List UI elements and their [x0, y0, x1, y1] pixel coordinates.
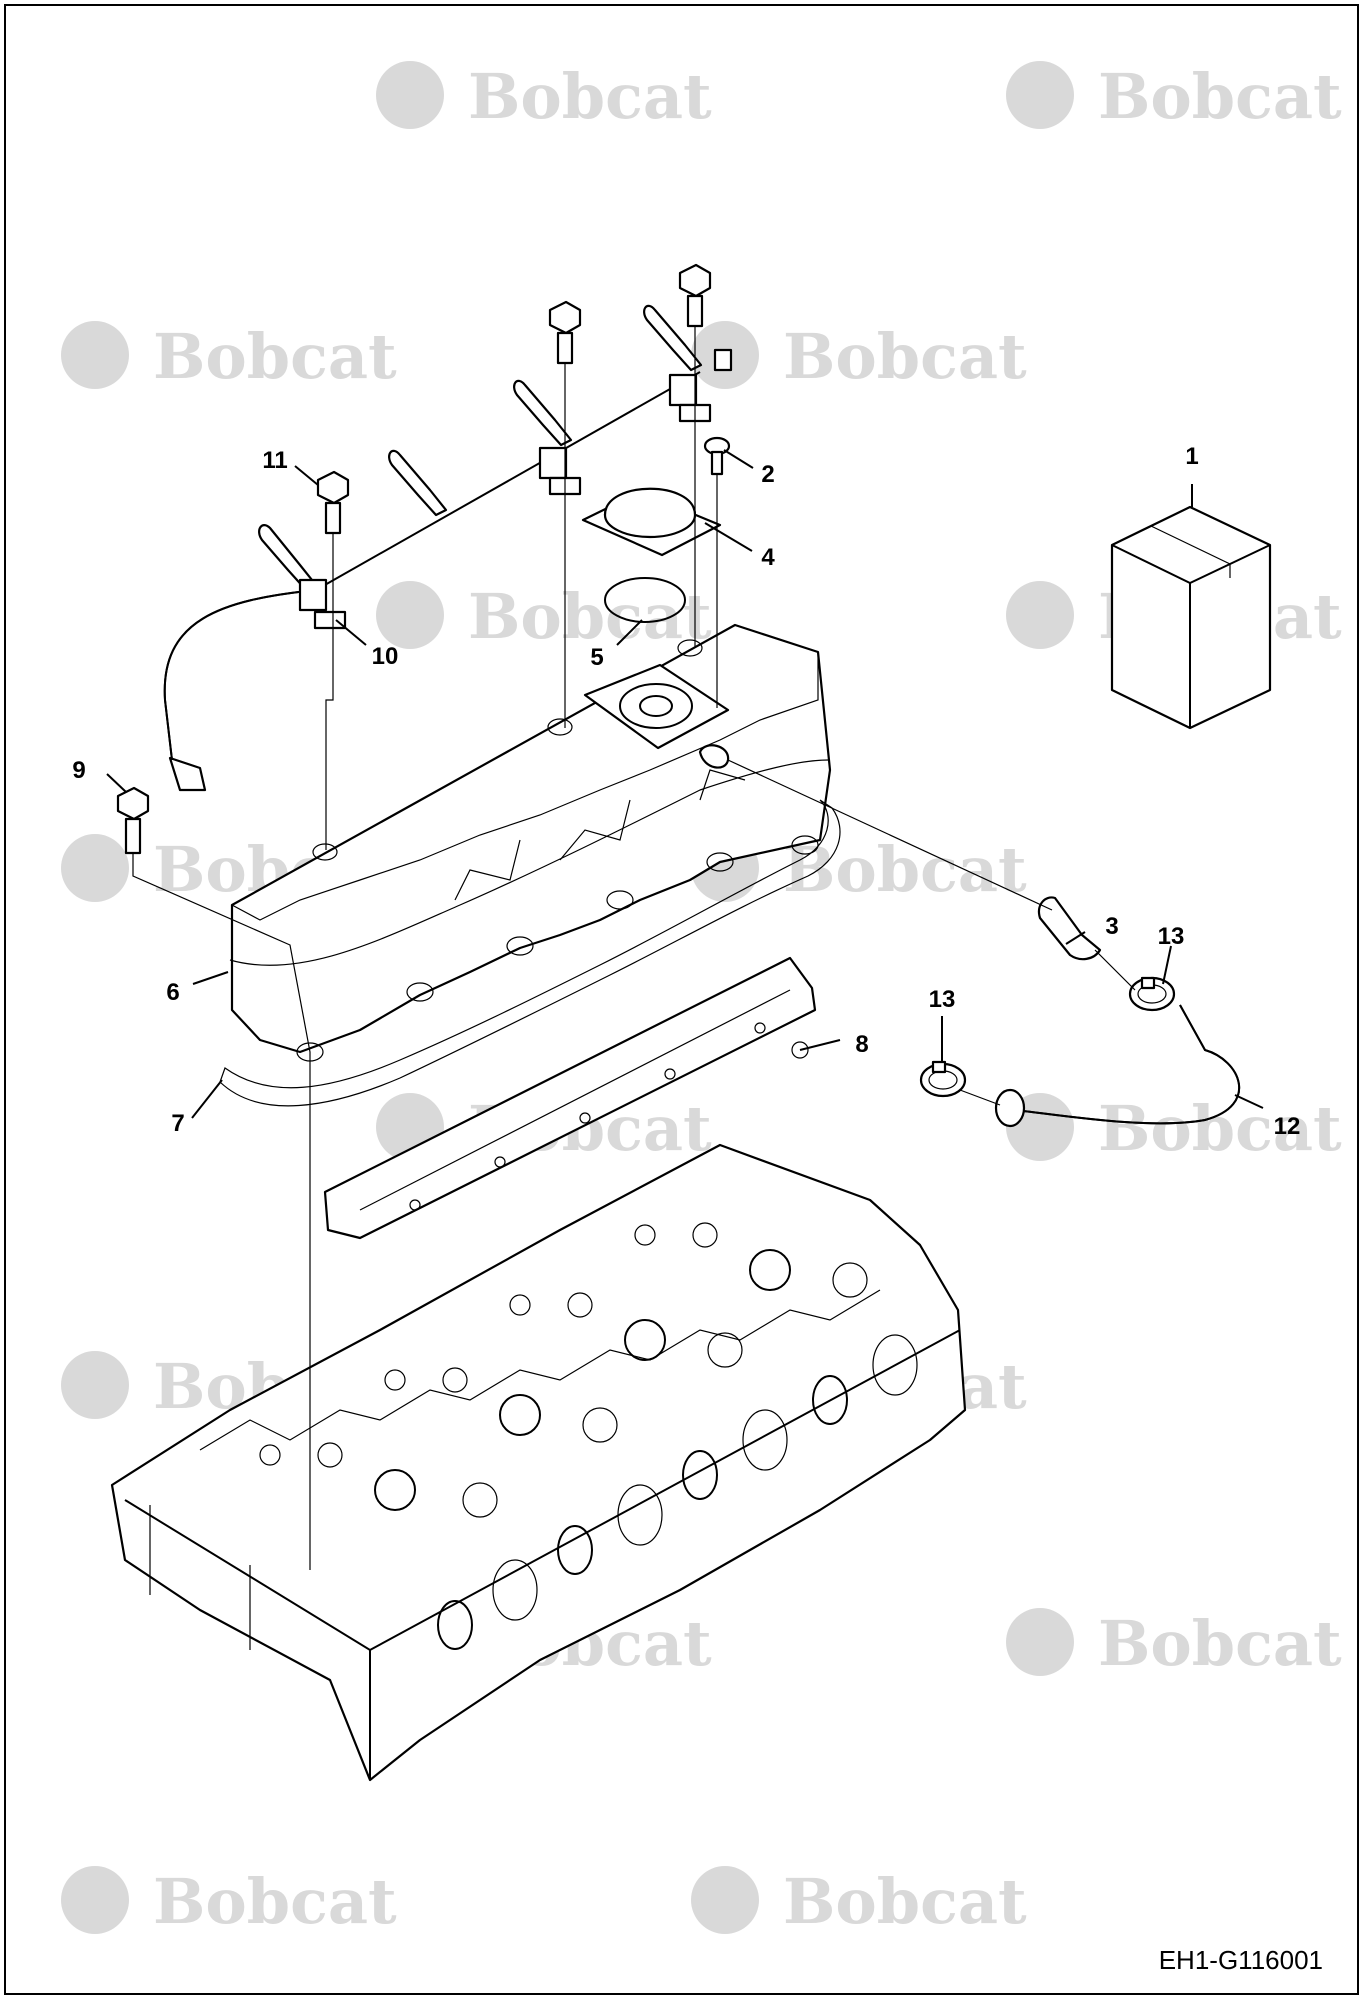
part-13-clamp-b [919, 1060, 967, 1098]
watermark-text: Bobcat [783, 320, 1027, 393]
callout-13-b: 13 [929, 986, 956, 1013]
bobcat-logo-icon [1006, 581, 1074, 649]
watermark-5: Bobcat [376, 580, 712, 653]
part-9-bolt [116, 786, 150, 855]
figure-id: EH1-G116001 [1158, 1945, 1323, 1975]
watermark-2: Bobcat [1006, 60, 1342, 133]
callout-9: 9 [72, 757, 85, 784]
bobcat-logo-icon [61, 1866, 129, 1934]
part-4-cover [581, 487, 722, 557]
bolt-11-c [678, 263, 712, 328]
part-8-plate [323, 956, 817, 1240]
watermark-text: Bobcat [1098, 60, 1342, 133]
bobcat-logo-icon [691, 1866, 759, 1934]
callout-8: 8 [855, 1031, 868, 1058]
bobcat-logo-icon [376, 581, 444, 649]
callout-2: 2 [761, 461, 774, 488]
part-2-screw [703, 436, 731, 476]
bobcat-logo-icon [376, 61, 444, 129]
watermark-text: Bobcat [153, 320, 397, 393]
watermark-text: Bobcat [468, 60, 712, 133]
part-13-clamp-a [1128, 976, 1176, 1012]
bobcat-logo-icon [61, 1351, 129, 1419]
callout-7: 7 [171, 1110, 184, 1137]
bobcat-logo-icon [1006, 61, 1074, 129]
part-3-breather-tube [1037, 896, 1102, 961]
bolt-11-a [316, 470, 350, 535]
callout-11: 11 [262, 447, 287, 474]
watermark-1: Bobcat [376, 60, 712, 133]
part-6-valve-cover [229, 623, 832, 1062]
watermark-16: Bobcat [691, 1865, 1027, 1938]
watermark-text: Bobcat [153, 1865, 397, 1938]
injector-tips [258, 304, 703, 592]
watermark-14: Bobcat [1006, 1607, 1342, 1680]
watermark-text: Bobcat [783, 1865, 1027, 1938]
watermark-text: Bobcat [1098, 1607, 1342, 1680]
cylinder-head [110, 1143, 967, 1782]
watermark-4: Bobcat [691, 320, 1027, 393]
bobcat-logo-icon [1006, 1608, 1074, 1676]
watermark-text: Bobcat [783, 833, 1027, 906]
watermark-text: Bobcat [468, 580, 712, 653]
part-12-hose [994, 1004, 1241, 1128]
callout-3: 3 [1105, 913, 1118, 940]
leader-lines [106, 449, 1264, 1119]
cylinder-head-ports [437, 1334, 918, 1650]
callout-12: 12 [1274, 1113, 1301, 1140]
callout-1: 1 [1185, 443, 1198, 470]
part-11-bolts [316, 263, 712, 535]
bobcat-logo-icon [61, 834, 129, 902]
assembly-lines [132, 326, 1136, 1570]
line-end-fitting [713, 348, 733, 372]
callout-4: 4 [761, 544, 775, 571]
watermark-15: Bobcat [61, 1865, 397, 1938]
part-10-leak-off-line [163, 304, 733, 792]
callout-5: 5 [590, 644, 603, 671]
callout-13-a: 13 [1158, 923, 1185, 950]
part-1-kit-box [1110, 505, 1272, 730]
drawing-border [4, 4, 1359, 1995]
callout-10: 10 [372, 643, 399, 670]
callout-6: 6 [166, 979, 179, 1006]
cylinder-head-valve-seats [259, 1222, 868, 1518]
bolt-11-b [548, 300, 582, 365]
watermark-text: Bobcat [1098, 1092, 1342, 1165]
watermark-10: Bobcat [1006, 1092, 1342, 1165]
bobcat-logo-icon [61, 321, 129, 389]
callout-labels: 1 2 3 4 5 6 7 8 9 10 11 12 13 13 [72, 443, 1300, 1140]
watermark-3: Bobcat [61, 320, 397, 393]
part-5-o-ring [604, 577, 686, 623]
line-clamps [298, 373, 712, 630]
